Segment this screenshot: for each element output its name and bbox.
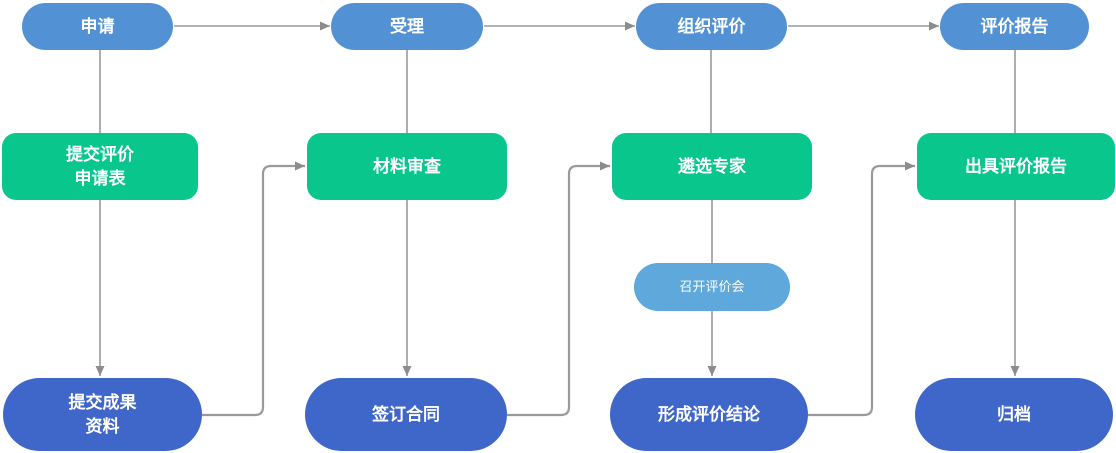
node-issue-evaluation-report: 出具评价报告 [917, 133, 1115, 200]
node-submit-application-form-label: 提交评价 申请表 [66, 144, 134, 188]
node-evaluation-report-label: 评价报告 [980, 16, 1049, 36]
node-select-experts-label: 遴选专家 [678, 156, 746, 176]
node-apply: 申请 [22, 3, 173, 50]
node-material-review: 材料审查 [307, 133, 507, 200]
node-accept-label: 受理 [390, 16, 424, 36]
node-apply-label: 申请 [80, 16, 115, 36]
node-hold-evaluation-meeting-label: 召开评价会 [679, 278, 745, 294]
connector-formconclusion-issuereport [808, 161, 915, 417]
node-evaluation-report: 评价报告 [940, 3, 1089, 50]
connector-signcontract-selectexperts [507, 161, 610, 417]
node-submit-achievement-materials: 提交成果 资料 [3, 378, 202, 451]
node-archive: 归档 [915, 378, 1113, 451]
node-sign-contract: 签订合同 [305, 378, 507, 451]
node-submit-achievement-materials-label: 提交成果 资料 [68, 392, 137, 436]
node-organize-evaluation: 组织评价 [636, 3, 787, 50]
node-accept: 受理 [331, 3, 483, 50]
node-sign-contract-label: 签订合同 [372, 404, 440, 424]
node-archive-label: 归档 [997, 404, 1031, 424]
node-submit-application-form: 提交评价 申请表 [2, 133, 198, 200]
node-select-experts: 遴选专家 [612, 133, 812, 200]
node-organize-evaluation-label: 组织评价 [677, 16, 746, 36]
node-form-evaluation-conclusion-label: 形成评价结论 [658, 404, 760, 424]
node-material-review-label: 材料审查 [373, 156, 441, 176]
node-hold-evaluation-meeting: 召开评价会 [634, 263, 790, 311]
connector-submitmaterials-materialreview [202, 161, 305, 417]
node-issue-evaluation-report-label: 出具评价报告 [965, 156, 1067, 176]
node-form-evaluation-conclusion: 形成评价结论 [610, 378, 808, 451]
